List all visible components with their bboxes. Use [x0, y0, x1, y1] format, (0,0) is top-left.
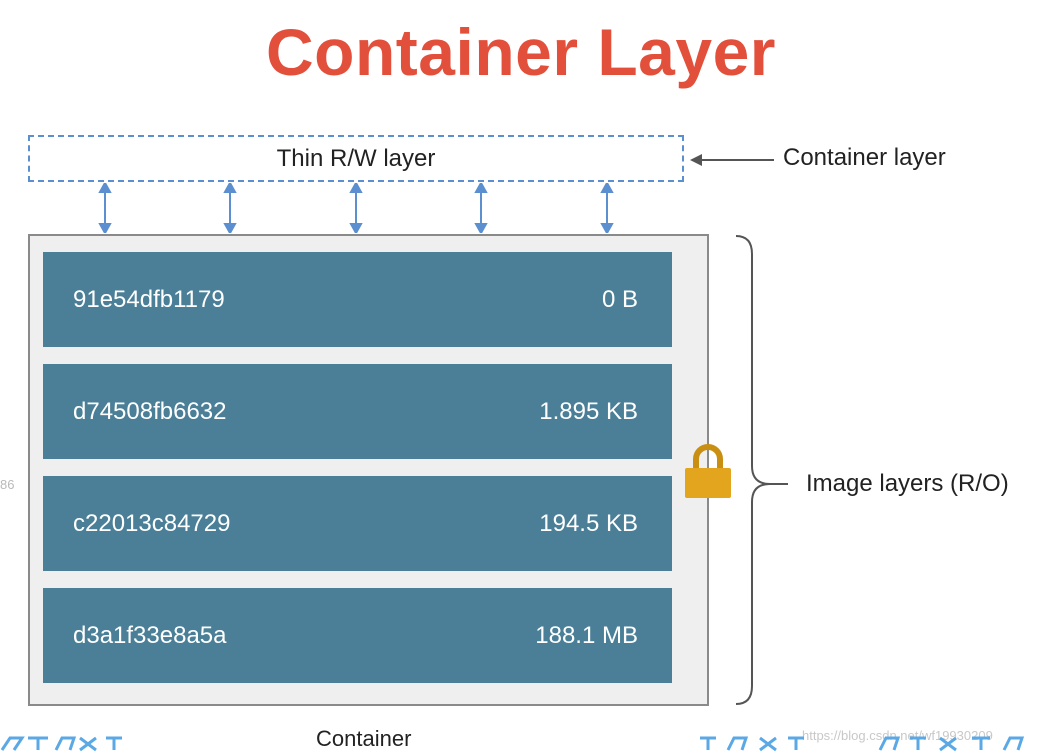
layer-id: c22013c84729 [73, 509, 231, 537]
image-layers-label: Image layers (R/O) [806, 470, 1009, 497]
diagram-title: Container Layer [266, 15, 776, 89]
watermark: https://blog.csdn.net/wf19930209 [802, 728, 993, 743]
thin-rw-layer: Thin R/W layer [28, 135, 684, 182]
connection-arrows [98, 183, 614, 233]
curly-brace-icon [735, 235, 788, 705]
container-box: 91e54dfb1179 0 B d74508fb6632 1.895 KB c… [28, 234, 709, 706]
layer-size: 188.1 MB [535, 621, 638, 649]
layer-id: d3a1f33e8a5a [73, 621, 227, 649]
thin-rw-layer-label: Thin R/W layer [276, 144, 436, 172]
layer-size: 1.895 KB [539, 397, 638, 425]
double-arrow-icon [223, 183, 237, 233]
container-layer-label: Container layer [783, 144, 946, 171]
double-arrow-icon [600, 183, 614, 233]
lock-icon [685, 444, 731, 498]
layer-id: d74508fb6632 [73, 397, 227, 425]
image-layer: d3a1f33e8a5a 188.1 MB [43, 588, 672, 683]
double-arrow-icon [474, 183, 488, 233]
image-layer: 91e54dfb1179 0 B [43, 252, 672, 347]
container-caption: Container [316, 726, 412, 751]
layer-size: 0 B [601, 285, 638, 313]
left-arrow-icon [690, 154, 774, 166]
side-number: 86 [0, 477, 15, 492]
image-layer: c22013c84729 194.5 KB [43, 476, 672, 571]
layer-id: 91e54dfb1179 [73, 285, 225, 313]
layer-size: 194.5 KB [539, 509, 638, 537]
image-layer: d74508fb6632 1.895 KB [43, 364, 672, 459]
double-arrow-icon [349, 183, 363, 233]
double-arrow-icon [98, 183, 112, 233]
